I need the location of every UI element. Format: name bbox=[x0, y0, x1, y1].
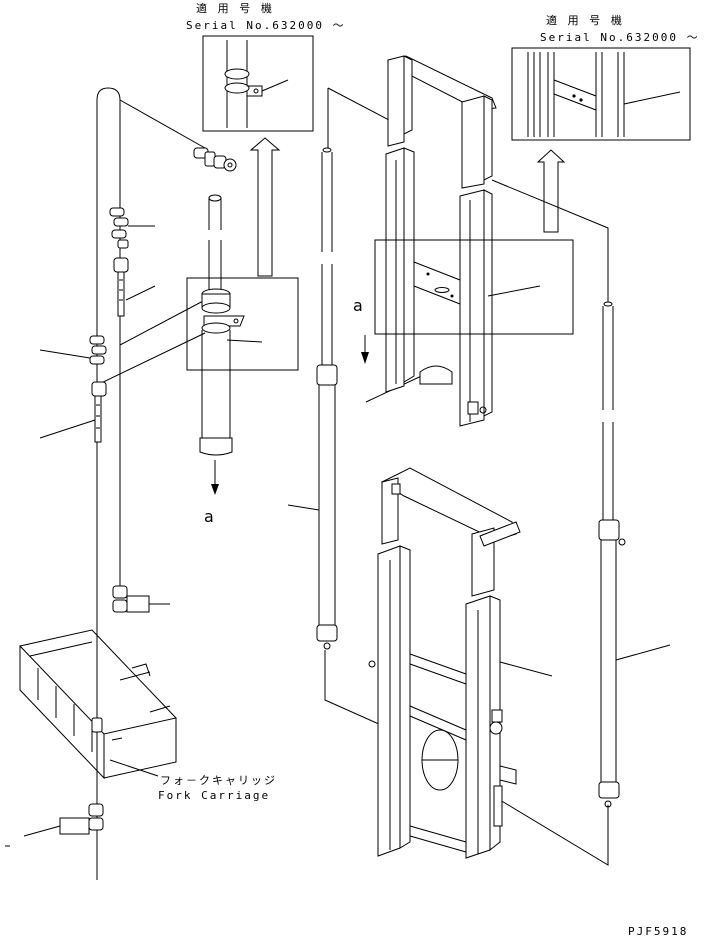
hose-nut-bottom bbox=[23, 803, 104, 837]
cylinder-assembly-left bbox=[186, 194, 299, 495]
hose-fitting-upper bbox=[113, 257, 156, 317]
hose-routing bbox=[96, 87, 609, 880]
detail-left-serial-label: Serial No.632000 ～ bbox=[186, 19, 346, 32]
fork-carriage-label-jp: フォ－クキャリッジ bbox=[160, 774, 277, 787]
view-box-a bbox=[374, 239, 574, 335]
arrow-up-left bbox=[249, 137, 281, 277]
hose-fitting-lower bbox=[39, 381, 107, 443]
detail-left-applicable-label: 適 用 号 機 bbox=[196, 2, 274, 15]
detail-box-right bbox=[511, 47, 691, 141]
fork-carriage-label-en: Fork Carriage bbox=[158, 789, 271, 802]
detail-right-applicable-label: 適 用 号 機 bbox=[546, 14, 624, 27]
hose-clamp-lower bbox=[39, 335, 107, 365]
hose-clamp-upper bbox=[109, 207, 155, 249]
fork-carriage bbox=[19, 629, 177, 780]
detail-box-left bbox=[202, 35, 314, 132]
hose-nut-right bbox=[112, 585, 170, 613]
view-marker-a-lower: a bbox=[204, 507, 214, 526]
drawing-number: PJF5918 bbox=[628, 925, 689, 938]
outer-mast bbox=[368, 467, 553, 859]
lift-cylinder-right bbox=[598, 301, 671, 808]
detail-right-serial-label: Serial No.632000 ～ bbox=[540, 31, 700, 44]
lift-cylinder-center bbox=[287, 147, 338, 650]
inner-mast bbox=[385, 55, 541, 427]
arrow-up-right bbox=[536, 149, 566, 233]
view-marker-a-upper: a bbox=[353, 296, 363, 315]
fork-carriage-leader bbox=[109, 759, 159, 777]
view-arrow-a bbox=[361, 335, 369, 364]
hose-clamp-top bbox=[193, 147, 237, 172]
